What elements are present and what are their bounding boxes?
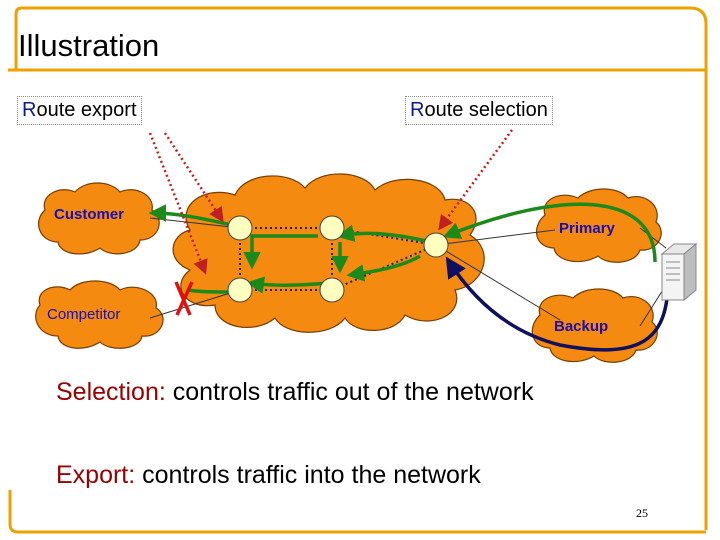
router-node	[319, 215, 345, 241]
selection-bullet: Selection: controls traffic out of the n…	[56, 378, 534, 407]
customer-label: Customer	[54, 206, 125, 223]
router-node	[227, 277, 253, 303]
route-export-label: Route export	[17, 96, 142, 125]
router-node	[227, 215, 253, 241]
backup-label: Backup	[554, 318, 609, 335]
page-title: Illustration	[18, 28, 160, 63]
competitor-label: Competitor	[47, 306, 121, 323]
customer-cloud	[38, 182, 160, 255]
route-selection-rest: oute selection	[424, 99, 548, 121]
selection-text: controls traffic out of the network	[165, 378, 534, 406]
server-icon	[660, 242, 698, 302]
blocked-x-icon	[174, 281, 194, 316]
routers	[227, 215, 449, 303]
competitor-cloud	[35, 280, 164, 349]
selection-key: Selection:	[56, 378, 166, 406]
route-propagation-arrows	[148, 202, 657, 294]
policy-arrows	[148, 129, 514, 275]
export-key: Export:	[56, 461, 136, 489]
primary-label: Primary	[559, 220, 615, 237]
primary-cloud	[535, 188, 662, 263]
route-export-initial: R	[22, 99, 37, 121]
router-node	[319, 277, 345, 303]
export-bullet: Export: controls traffic into the networ…	[56, 461, 481, 490]
slide-border	[8, 6, 708, 534]
router-node	[423, 232, 449, 258]
page-number: 25	[636, 506, 648, 520]
backup-route-arrow	[445, 256, 670, 352]
route-selection-initial: R	[410, 99, 425, 121]
export-text: controls traffic into the network	[135, 461, 481, 489]
route-selection-label: Route selection	[405, 96, 553, 125]
route-export-rest: oute export	[36, 99, 137, 121]
